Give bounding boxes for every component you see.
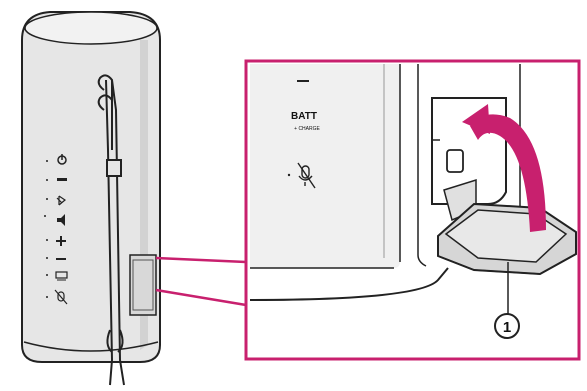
speaker	[22, 12, 160, 385]
charge-sub-label: + CHARGE	[294, 126, 320, 132]
speaker-top-cap	[25, 12, 157, 44]
zoom-panel: BATT + CHARGE	[246, 61, 579, 359]
zoom-connector	[156, 258, 246, 305]
callout-number: 1	[503, 319, 511, 336]
batt-label: BATT	[291, 111, 317, 122]
speaker-port-cover	[130, 255, 156, 315]
usb-port	[447, 150, 463, 172]
